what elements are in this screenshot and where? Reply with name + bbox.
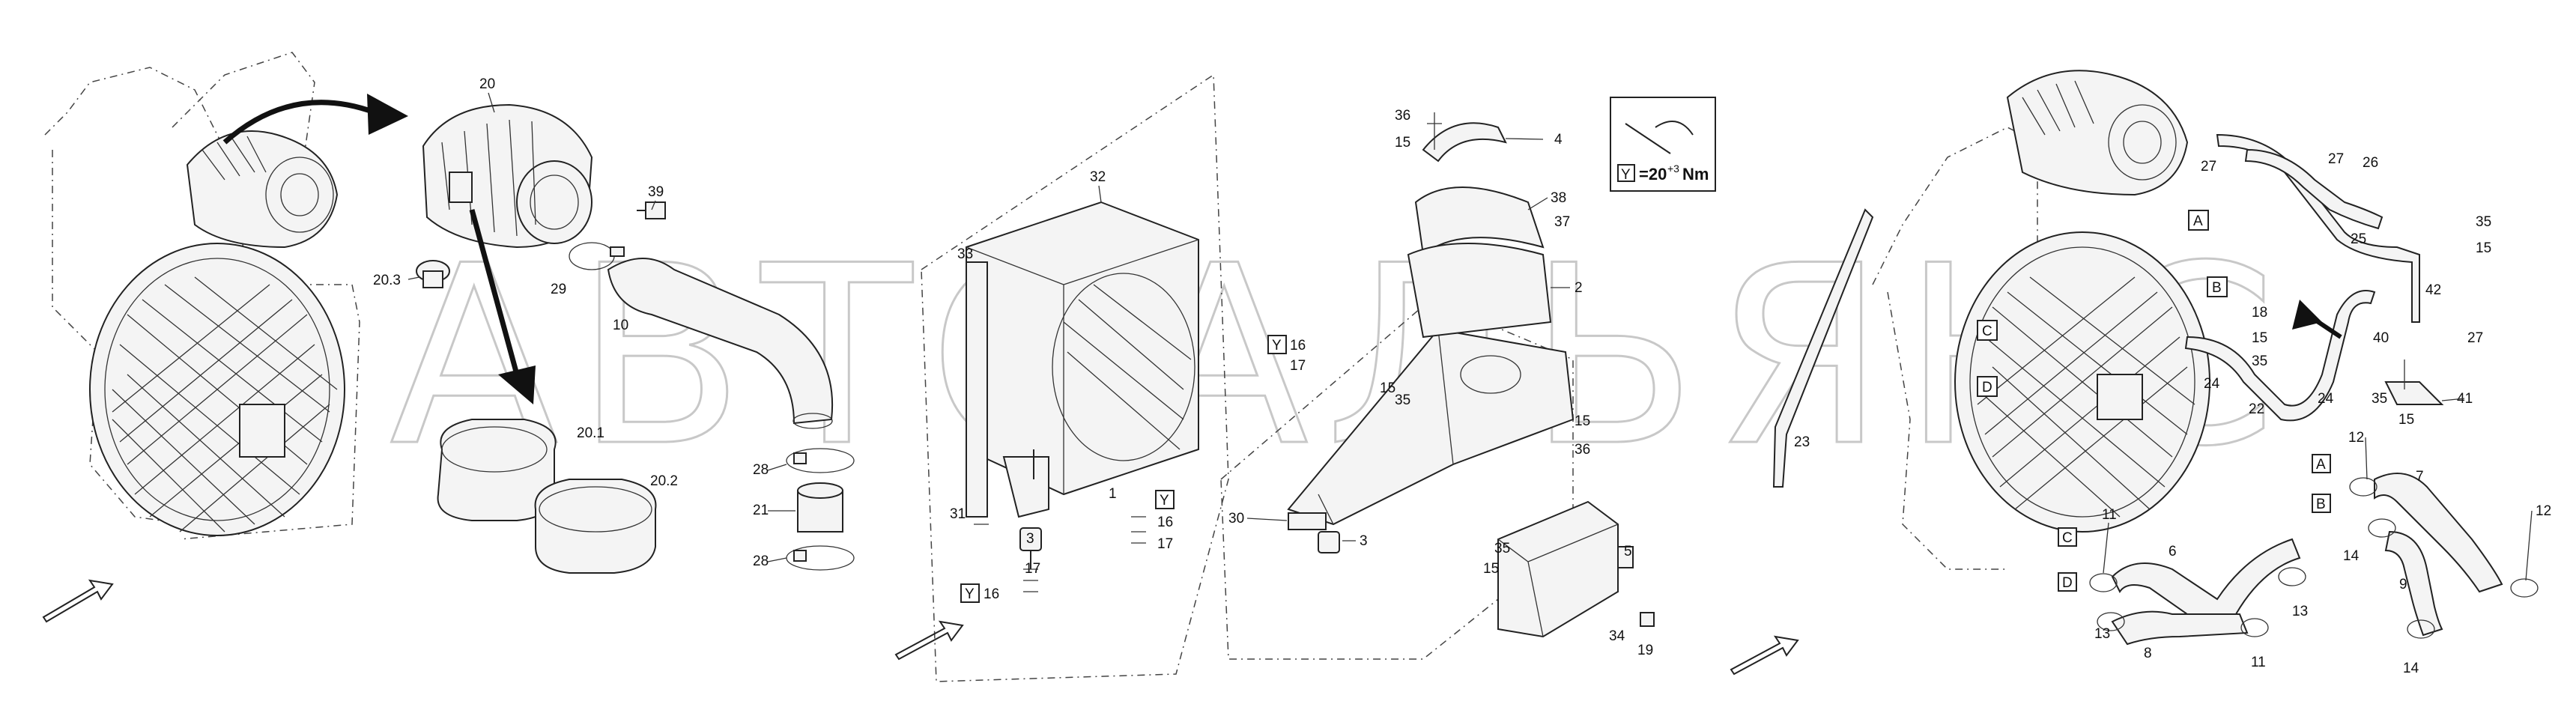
y-tag-1: Y: [1272, 338, 1282, 354]
callout-5: 5: [1624, 544, 1632, 559]
callout-36-b: 36: [1575, 442, 1590, 458]
callout-17-a: 17: [1025, 561, 1040, 577]
callout-4: 4: [1554, 132, 1563, 148]
callout-32: 32: [1090, 169, 1106, 185]
marker-c-2: C: [2062, 530, 2073, 546]
callout-31: 31: [950, 506, 966, 522]
callout-35-e: 35: [2372, 391, 2387, 407]
y-tags: Y Y Y: [960, 335, 1287, 603]
torque-unit: Nm: [1682, 165, 1709, 183]
callout-10: 10: [613, 318, 628, 333]
callout-15-a: 15: [1395, 135, 1410, 151]
callout-15-b: 15: [1380, 380, 1395, 396]
callout-35-c: 35: [2476, 214, 2491, 230]
torque-tag: Y: [1621, 167, 1631, 183]
leader-lines: [407, 92, 2533, 581]
callout-17-c: 17: [1290, 358, 1306, 374]
callout-15-f: 15: [2252, 330, 2267, 346]
callout-41: 41: [2457, 391, 2473, 407]
callout-13-b: 13: [2094, 626, 2110, 642]
callout-18: 18: [2252, 305, 2267, 321]
callout-24-b: 24: [2318, 391, 2334, 407]
callout-19: 19: [1637, 643, 1653, 658]
y-tag-3: Y: [965, 586, 975, 602]
callout-2: 2: [1575, 280, 1583, 296]
torque-superscript: +3: [1667, 163, 1679, 175]
callout-16-c: 16: [1290, 338, 1306, 354]
callout-16-b: 16: [1157, 515, 1173, 530]
callout-36-a: 36: [1395, 108, 1410, 124]
callout-37: 37: [1554, 214, 1570, 230]
callout-3-a: 3: [1026, 531, 1034, 547]
callout-29: 29: [551, 282, 566, 297]
callout-16-a: 16: [984, 586, 999, 602]
air-filter-group: [416, 103, 855, 574]
left-engine-assembly: [42, 52, 408, 623]
y-tag-2: Y: [1160, 493, 1169, 509]
callout-20-2: 20.2: [650, 473, 678, 489]
marker-c: C: [1982, 324, 1992, 339]
callout-21: 21: [753, 503, 769, 518]
torque-value: =20: [1639, 165, 1667, 183]
callout-23: 23: [1794, 434, 1810, 450]
callout-labels: 20 39 20.3 29 10 20.1 20.2 28 21 28 32 3…: [373, 76, 2551, 676]
callout-17-b: 17: [1157, 536, 1173, 552]
callout-8: 8: [2144, 646, 2152, 661]
right-engine-assembly: A B C D: [1730, 70, 2444, 676]
callout-20-3: 20.3: [373, 273, 401, 288]
marker-b: B: [2212, 280, 2222, 296]
callout-6: 6: [2169, 544, 2177, 559]
radiator-group: [894, 73, 1229, 682]
callout-30: 30: [1228, 511, 1244, 527]
callout-27-a: 27: [2201, 159, 2216, 175]
callout-22: 22: [2249, 401, 2264, 417]
callout-33: 33: [957, 246, 973, 262]
callout-35-b: 35: [1494, 541, 1510, 556]
callout-28-b: 28: [753, 553, 769, 569]
callout-11-b: 11: [2251, 655, 2266, 670]
callout-7: 7: [2416, 469, 2424, 485]
callout-24-a: 24: [2204, 376, 2220, 392]
callout-38: 38: [1551, 190, 1566, 206]
callout-25: 25: [2351, 231, 2366, 247]
callout-9: 9: [2399, 577, 2407, 592]
callout-12-a: 12: [2348, 430, 2364, 446]
callout-3-b: 3: [1360, 533, 1368, 549]
bottom-right-hoses: A B C D: [2058, 454, 2539, 646]
marker-d-2: D: [2062, 575, 2073, 591]
callout-15-g: 15: [2398, 412, 2414, 428]
callout-28-a: 28: [753, 462, 769, 478]
callout-39: 39: [648, 184, 664, 200]
callout-26: 26: [2363, 155, 2378, 171]
marker-a-2: A: [2316, 457, 2326, 473]
callout-40: 40: [2373, 330, 2389, 346]
callout-15-c: 15: [1575, 413, 1590, 429]
callout-34: 34: [1609, 628, 1625, 644]
callout-15-e: 15: [2476, 240, 2491, 256]
callout-35-d: 35: [2252, 354, 2267, 369]
marker-b-2: B: [2316, 497, 2326, 512]
callout-1: 1: [1109, 486, 1117, 502]
callout-12-b: 12: [2536, 503, 2551, 519]
marker-d: D: [1982, 380, 1992, 395]
callout-42: 42: [2425, 282, 2441, 298]
callout-20: 20: [479, 76, 495, 92]
callout-27-c: 27: [2467, 330, 2483, 346]
marker-a: A: [2193, 213, 2203, 229]
callout-14-b: 14: [2403, 661, 2419, 676]
callout-14-a: 14: [2343, 548, 2360, 564]
callout-15-d: 15: [1483, 561, 1499, 577]
callout-27-b: 27: [2328, 151, 2344, 167]
callout-11-a: 11: [2102, 507, 2117, 523]
callout-13-a: 13: [2292, 604, 2308, 619]
shroud-bracket-group: Y =20 +3 Nm: [1220, 97, 1874, 660]
callout-20-1: 20.1: [577, 425, 604, 441]
callout-35-a: 35: [1395, 392, 1410, 408]
